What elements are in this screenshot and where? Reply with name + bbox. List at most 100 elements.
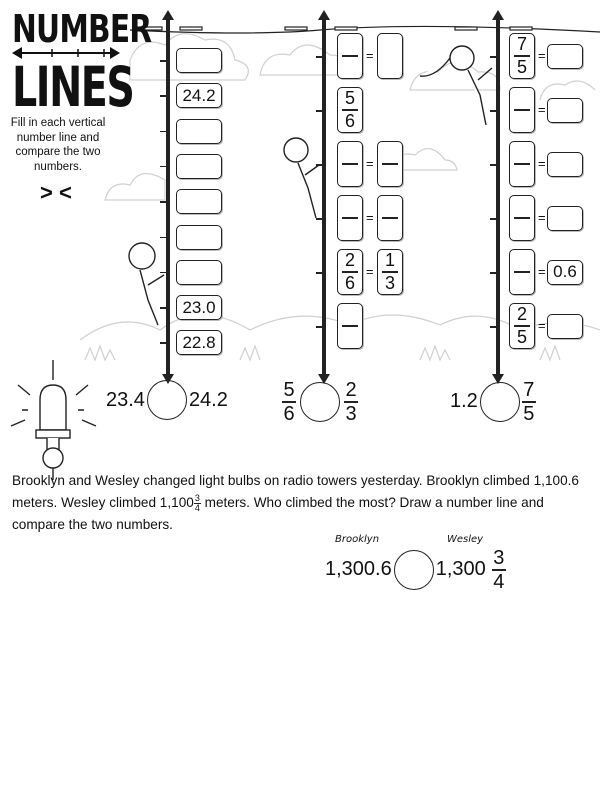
fraction-box[interactable] [509,141,535,187]
cloud-icon [104,173,166,201]
tick-mark [316,164,324,166]
fraction-bar [513,163,531,165]
arrow-up-icon [492,10,504,20]
equals-sign: = [366,210,374,225]
compare-left-value: 23.4 [106,388,145,411]
numerator: 1 [384,250,395,271]
fraction-bar [513,55,531,57]
fraction-bar [341,325,359,327]
denominator: 3 [384,272,395,293]
denominator: 4 [493,570,505,593]
number-box[interactable] [176,118,222,144]
compare-answer-circle[interactable] [146,380,187,420]
tick-mark [490,110,498,112]
tick-mark [160,201,168,203]
number-box[interactable] [547,313,583,339]
word-problem-text: Brooklyn and Wesley changed light bulbs … [12,470,592,536]
denominator: 6 [344,272,355,293]
fraction-box[interactable] [337,141,363,187]
fraction-bar [513,325,531,327]
fraction-bar [513,217,531,219]
equals-sign: = [538,318,546,333]
brooklyn-value: 1,300.6 [325,558,392,581]
fraction-bar [341,163,359,165]
fraction-bar [341,271,359,273]
comparison-symbols: > < [40,180,72,205]
equals-sign: = [538,210,546,225]
denominator: 4 [194,502,200,513]
fraction-bar [381,271,399,273]
numerator: 3 [493,547,505,569]
arrow-down-icon [492,374,504,384]
power-wire [129,25,600,34]
number-box[interactable] [547,43,583,69]
numerator: 2 [344,250,355,271]
fraction-box[interactable] [377,195,403,241]
tick-mark [490,56,498,58]
tick-mark [490,326,498,328]
arrow-down-icon [318,374,330,384]
compare-left-value: 1.2 [450,390,478,413]
fraction-bar [381,163,399,165]
title-number: NUMBER [12,7,152,51]
tick-mark [490,272,498,274]
number-box[interactable] [547,97,583,123]
climber-girl-illustration [419,45,493,126]
tower-pole [322,18,326,374]
fraction-box[interactable] [337,33,363,79]
number-box[interactable] [176,153,222,179]
tick-mark [160,130,168,133]
arrow-up-icon [318,10,330,20]
fraction-box[interactable] [337,195,363,241]
number-box[interactable] [547,205,583,231]
compare-answer-circle[interactable] [479,381,520,422]
number-box[interactable]: 24.2 [176,83,222,109]
compare-answer-circle[interactable] [393,549,434,590]
problem-text-part1: Brooklyn and Wesley changed light bulbs … [12,473,579,510]
denominator: 6 [344,110,355,131]
fraction-box[interactable] [377,141,403,187]
fraction-bar [341,217,359,219]
tick-mark [316,218,324,220]
climber-wesley-illustration [283,137,320,219]
equals-sign: = [538,102,546,117]
number-box[interactable]: 22.8 [176,330,222,356]
number-box[interactable] [176,224,222,250]
fraction-box[interactable] [509,249,535,295]
number-box[interactable]: 0.6 [547,259,583,285]
number-box[interactable]: 23.0 [176,295,222,321]
instructions-text: Fill in each vertical number line and co… [10,117,106,173]
fraction-box[interactable] [509,195,535,241]
denominator: 5 [523,402,535,425]
fraction-box[interactable] [509,87,535,133]
number-box[interactable] [176,259,222,285]
tick-mark [316,110,324,112]
tick-mark [160,271,168,274]
fraction-box[interactable] [337,303,363,349]
tick-mark [160,307,168,309]
tick-mark [160,165,168,168]
equals-sign: = [538,156,546,171]
problem-text-part2: meters. Who climbed the most? Draw a num… [12,495,544,532]
fraction-bar [513,271,531,273]
number-box[interactable] [547,151,583,177]
arrow-up-icon [162,10,174,20]
numerator: 3 [194,492,200,503]
tick-mark [316,272,324,274]
compare-answer-circle[interactable] [300,381,340,422]
number-box[interactable] [176,48,222,73]
title-lines: LINES [12,55,135,119]
denominator: 5 [516,326,527,347]
number-box[interactable] [176,189,222,215]
number-box[interactable] [377,33,403,79]
fraction-bar [513,109,531,111]
